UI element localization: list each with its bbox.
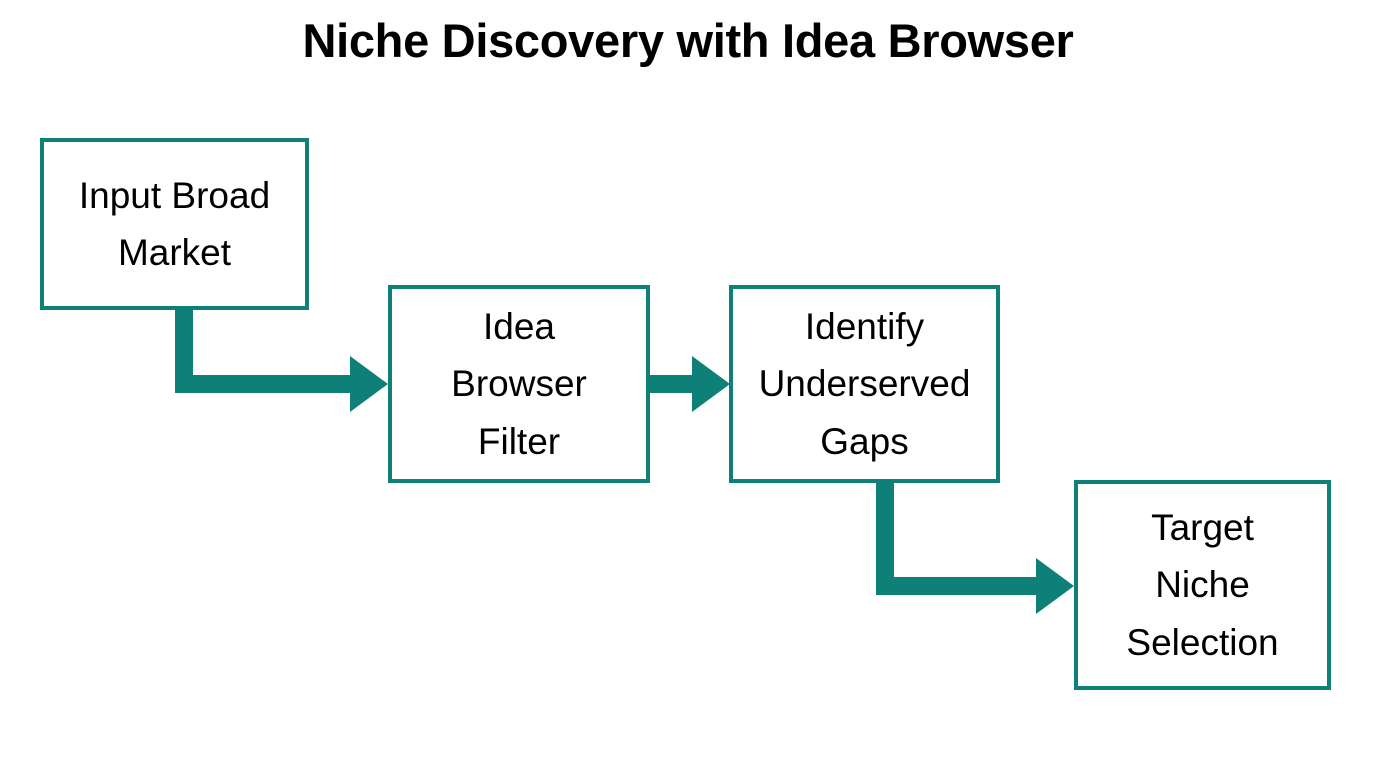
flow-node-identify-underserved-gaps[interactable]: Identify Underserved Gaps — [729, 285, 1000, 483]
connector-arrow-2 — [650, 356, 730, 412]
connector-arrow-2-head — [692, 356, 730, 412]
connector-arrow-3-head — [1036, 558, 1074, 614]
flow-node-label: Input Broad Market — [78, 174, 271, 273]
connector-arrow-3-elbow — [876, 483, 1038, 595]
connector-arrow-3 — [876, 483, 1074, 614]
flow-node-label: Identify Underserved Gaps — [758, 305, 971, 462]
connector-arrow-2-shaft — [650, 375, 694, 393]
flow-node-label: Target Niche Selection — [1126, 506, 1279, 663]
connector-arrow-1-head — [350, 356, 388, 412]
flow-node-label: Idea Browser Filter — [451, 305, 587, 462]
page-title: Niche Discovery with Idea Browser — [302, 14, 1074, 67]
flow-node-input-broad-market[interactable]: Input Broad Market — [40, 138, 309, 310]
connector-arrow-1-elbow — [175, 310, 352, 393]
connector-arrow-1 — [175, 310, 388, 412]
flow-node-idea-browser-filter[interactable]: Idea Browser Filter — [388, 285, 650, 483]
flow-node-target-niche-selection[interactable]: Target Niche Selection — [1074, 480, 1331, 690]
